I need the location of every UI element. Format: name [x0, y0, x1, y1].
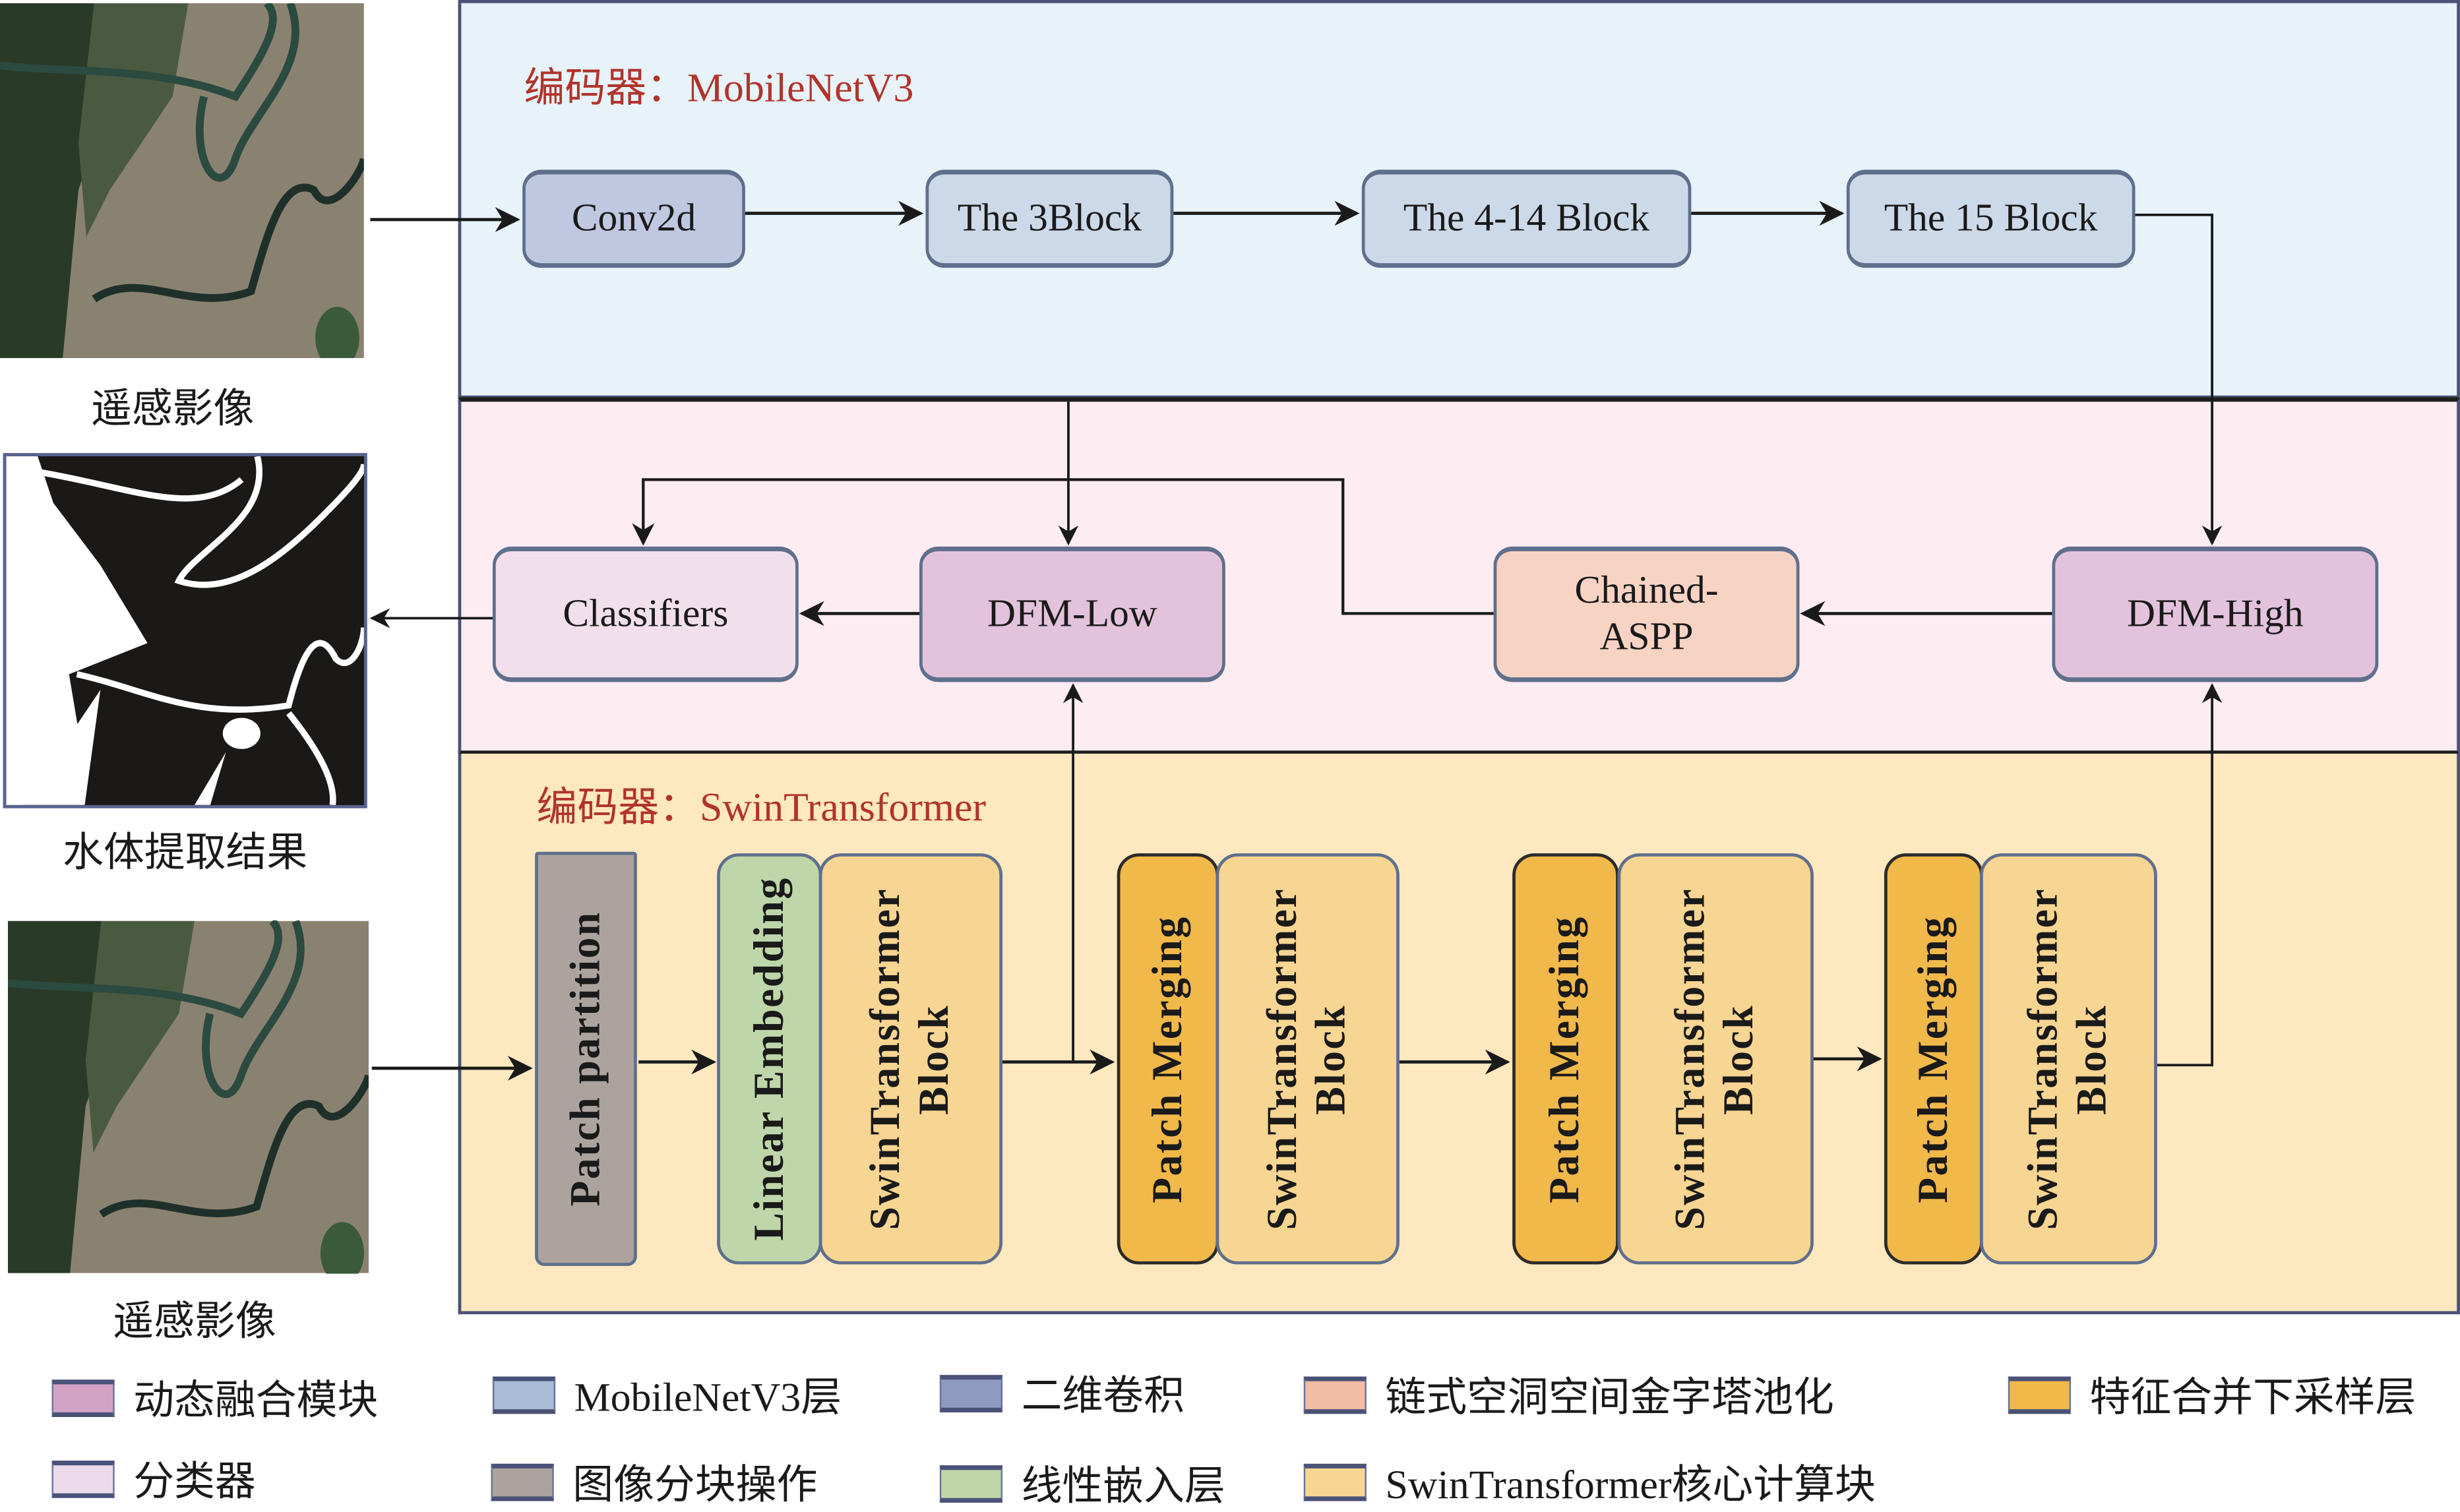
the-15-block: The 15 Block [1846, 169, 2136, 268]
legend-swatch [939, 1464, 1003, 1502]
legend-swatch [2008, 1376, 2072, 1414]
legend-label: 分类器 [133, 1459, 256, 1505]
swin-transformer-block-2-label: SwinTransformer Block [1258, 888, 1355, 1230]
patch-merging-block-2: Patch Merging [1512, 853, 1619, 1265]
dfm-high-block: DFM-High [2052, 546, 2379, 682]
conv2d-label: Conv2d [571, 197, 696, 239]
mobilenet-encoder-title: 编码器：MobileNetV3 [524, 65, 914, 111]
satellite-image-top [0, 3, 364, 359]
caption-remote-sensing-image-bottom: 遥感影像 [113, 1298, 276, 1344]
legend-swatch [51, 1459, 115, 1497]
patch-merging-block-1-label: Patch Merging [1144, 915, 1191, 1203]
the-4-14-block: The 4-14 Block [1361, 169, 1692, 268]
dfm-low-block: DFM-Low [919, 546, 1225, 682]
legend-item-conv2d: 二维卷积 [939, 1364, 1185, 1422]
classifiers-label: Classifiers [563, 592, 729, 635]
legend-item-chained-aspp: 链式空洞空间金字塔池化 [1303, 1366, 1834, 1423]
legend-label: 图像分块操作 [572, 1462, 818, 1507]
legend-swatch [1303, 1376, 1367, 1414]
legend-item-dynamic-fusion-module: 动态融合模块 [51, 1369, 379, 1426]
satellite-image-bottom [7, 920, 369, 1274]
the-4-14-block-label: The 4-14 Block [1403, 197, 1650, 239]
the-3block: The 3Block [925, 169, 1174, 268]
swin-transformer-block-1: SwinTransformer Block [818, 853, 1003, 1265]
swin-transformer-block-2: SwinTransformer Block [1215, 853, 1399, 1265]
legend-label: 特征合并下采样层 [2089, 1375, 2416, 1420]
legend-label: MobileNetV3层 [574, 1375, 842, 1420]
legend-item-swin-core-block: SwinTransformer核心计算块 [1303, 1453, 1876, 1510]
swin-transformer-block-1-label: SwinTransformer Block [862, 888, 958, 1230]
legend-label: 线性嵌入层 [1021, 1463, 1225, 1509]
chained-aspp-block: Chained- ASPP [1493, 546, 1800, 682]
water-extraction-result-image [3, 453, 367, 808]
legend-item-classifier: 分类器 [51, 1450, 256, 1507]
swin-transformer-block-3-label: SwinTransformer Block [1667, 888, 1763, 1230]
patch-partition-label: Patch partition [561, 911, 609, 1207]
patch-merging-block-3-label: Patch Merging [1909, 915, 1957, 1203]
legend-item-mobilenetv3-layer: MobileNetV3层 [492, 1366, 842, 1423]
legend-swatch [491, 1463, 554, 1501]
caption-water-extraction-result: 水体提取结果 [63, 830, 308, 876]
patch-merging-block-3: Patch Merging [1884, 853, 1983, 1265]
legend-item-patch-partition: 图像分块操作 [491, 1453, 818, 1510]
legend-swatch [51, 1379, 115, 1416]
swin-transformer-block-4: SwinTransformer Block [1980, 853, 2157, 1265]
classifiers-block: Classifiers [492, 546, 799, 682]
legend-swatch [939, 1374, 1003, 1412]
legend-label: SwinTransformer核心计算块 [1385, 1462, 1876, 1507]
legend-label: 动态融合模块 [133, 1377, 379, 1424]
linear-embedding-label: Linear Embedding [745, 876, 793, 1241]
dfm-low-label: DFM-Low [987, 592, 1157, 635]
patch-partition-block: Patch partition [535, 851, 637, 1266]
legend-swatch [492, 1376, 556, 1414]
swin-transformer-block-3: SwinTransformer Block [1617, 853, 1814, 1265]
dfm-high-label: DFM-High [2127, 592, 2304, 635]
legend-item-patch-merging: 特征合并下采样层 [2008, 1366, 2416, 1423]
conv2d-block: Conv2d [522, 169, 745, 268]
the-15-block-label: The 15 Block [1884, 197, 2098, 239]
legend-swatch [1303, 1463, 1367, 1501]
chained-aspp-label: Chained- ASPP [1574, 569, 1719, 658]
swin-encoder-title: 编码器：SwinTransformer [536, 785, 987, 830]
legend-label: 链式空洞空间金字塔池化 [1385, 1375, 1834, 1420]
legend-label: 二维卷积 [1021, 1373, 1185, 1419]
patch-merging-block-1: Patch Merging [1117, 853, 1219, 1265]
swin-transformer-block-4-label: SwinTransformer Block [2019, 888, 2116, 1230]
caption-remote-sensing-image-top: 遥感影像 [90, 386, 255, 432]
legend-item-linear-embedding: 线性嵌入层 [939, 1455, 1225, 1512]
the-3block-label: The 3Block [957, 197, 1142, 239]
linear-embedding-block: Linear Embedding [717, 853, 822, 1265]
patch-merging-block-2-label: Patch Merging [1541, 915, 1589, 1203]
